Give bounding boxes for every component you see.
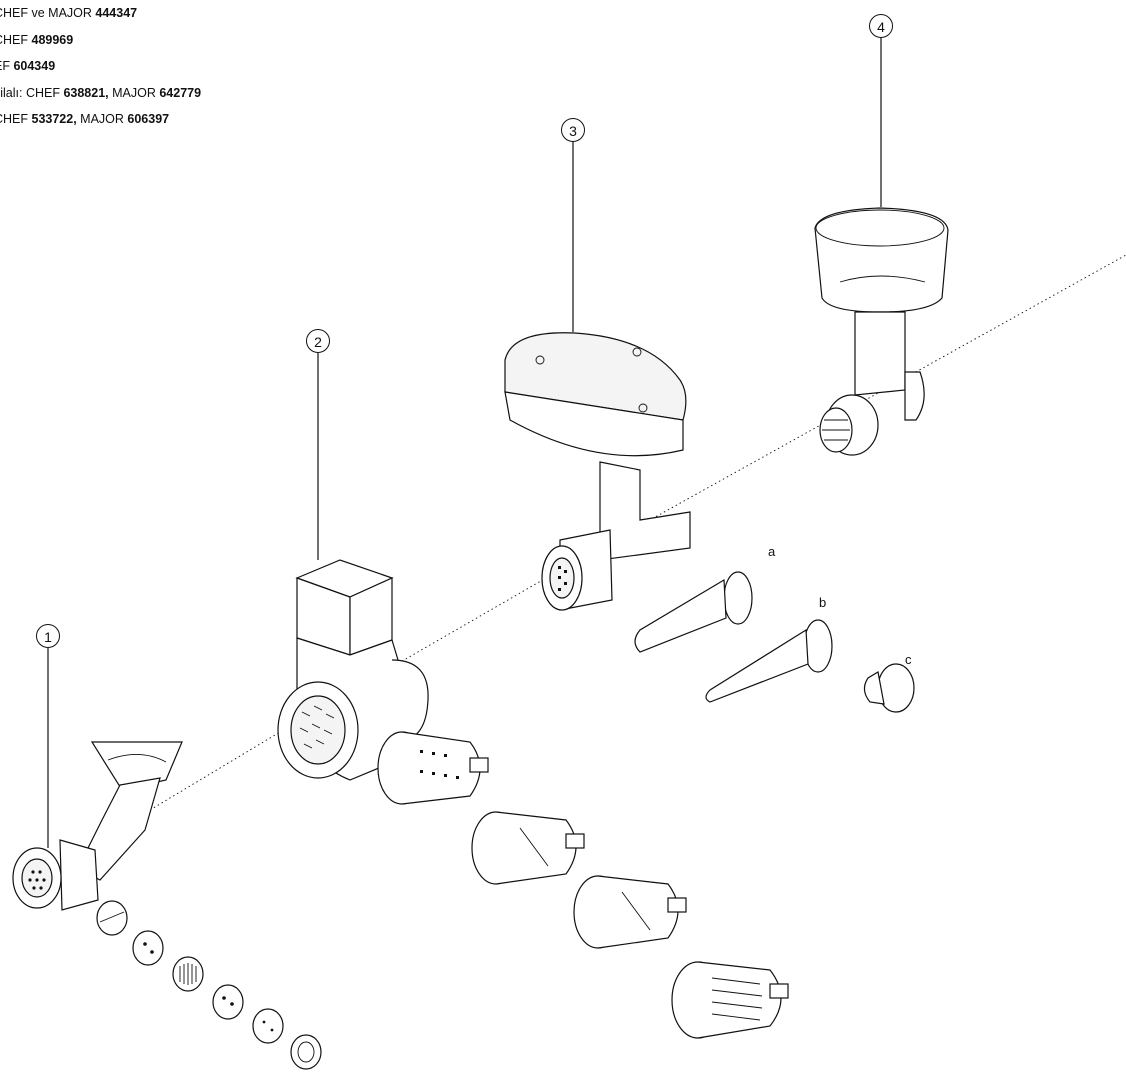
legend-run: 604349: [13, 59, 56, 73]
grain-mill-attachment: [814, 207, 949, 456]
legend-run: CHEF: [0, 32, 29, 47]
legend-line-1: CHEF ve MAJOR 444347: [0, 0, 420, 27]
legend-run: 606397: [127, 112, 170, 126]
sausage-nozzle-a: [634, 571, 753, 653]
legend-run: 489969: [31, 32, 74, 47]
legend-run: 444347: [95, 6, 138, 20]
food-mincer-attachment: [504, 332, 691, 611]
parts-legend: CHEF ve MAJOR 444347 CHEF 489969 EF 6043…: [0, 0, 420, 133]
pasta-maker-attachment: [12, 741, 183, 911]
legend-run: CHEF ve MAJOR: [0, 6, 96, 20]
label-b: b: [819, 595, 827, 610]
drum-fine-shredder: [377, 731, 489, 805]
drum-thin-slicer: [573, 875, 687, 949]
slicer-drums: [377, 731, 789, 1039]
label-c: c: [905, 652, 912, 667]
legend-run: CHEF: [0, 112, 29, 126]
drum-thick-slicer: [471, 811, 585, 885]
pasta-dies: [96, 900, 322, 1070]
legend-run: 638821,: [63, 85, 109, 100]
legend-line-4: silalı: CHEF 638821, MAJOR 642779: [0, 80, 420, 107]
callout-1: 1: [36, 624, 60, 648]
callout-3: 3: [561, 118, 585, 142]
legend-run: MAJOR: [108, 85, 160, 100]
drum-coarse-shredder: [671, 961, 789, 1039]
slicer-shredder-attachment: [277, 559, 429, 781]
kebbe-nozzle-c: [863, 663, 915, 713]
legend-line-3: EF 604349: [0, 53, 420, 80]
legend-run: 642779: [159, 85, 202, 100]
legend-line-5: CHEF 533722, MAJOR 606397: [0, 106, 420, 133]
sausage-nozzle-b: [705, 619, 833, 703]
legend-run: 533722,: [31, 112, 77, 126]
legend-run: EF: [0, 59, 10, 73]
assembly-axis: [149, 254, 1126, 811]
callout-4: 4: [869, 14, 893, 38]
legend-line-2: CHEF 489969: [0, 27, 420, 54]
legend-run: MAJOR: [76, 112, 128, 126]
label-a: a: [768, 544, 776, 559]
legend-run: silalı: CHEF: [0, 85, 64, 100]
callout-2: 2: [306, 329, 330, 353]
